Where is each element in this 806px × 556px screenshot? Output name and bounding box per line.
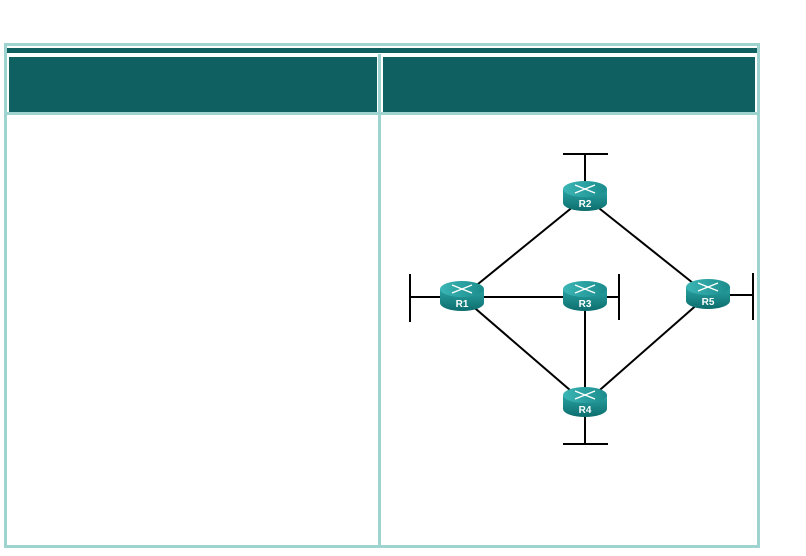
router-R2[interactable]: R2 <box>563 181 607 211</box>
router-R1[interactable]: R1 <box>440 281 484 311</box>
top-bar <box>7 48 757 53</box>
header-cell-left <box>9 57 377 112</box>
router-label: R1 <box>456 299 469 310</box>
router-label: R2 <box>579 199 592 210</box>
router-label: R5 <box>702 297 715 308</box>
link-R1-R2 <box>461 196 586 298</box>
link-R5-R4 <box>584 294 709 404</box>
router-label: R4 <box>579 405 592 416</box>
link-R1-R4 <box>461 296 586 404</box>
header-separator <box>7 112 757 115</box>
router-R5[interactable]: R5 <box>686 279 730 309</box>
header-cell-right <box>383 57 755 112</box>
router-arrows-icon <box>697 282 719 292</box>
router-label: R3 <box>579 299 592 310</box>
table-frame <box>4 43 760 548</box>
router-arrows-icon <box>574 184 596 194</box>
router-R4[interactable]: R4 <box>563 387 607 417</box>
router-arrows-icon <box>574 390 596 400</box>
router-R3[interactable]: R3 <box>563 281 607 311</box>
column-divider <box>378 54 381 545</box>
router-arrows-icon <box>451 284 473 294</box>
link-R2-R5 <box>584 196 709 296</box>
router-arrows-icon <box>574 284 596 294</box>
